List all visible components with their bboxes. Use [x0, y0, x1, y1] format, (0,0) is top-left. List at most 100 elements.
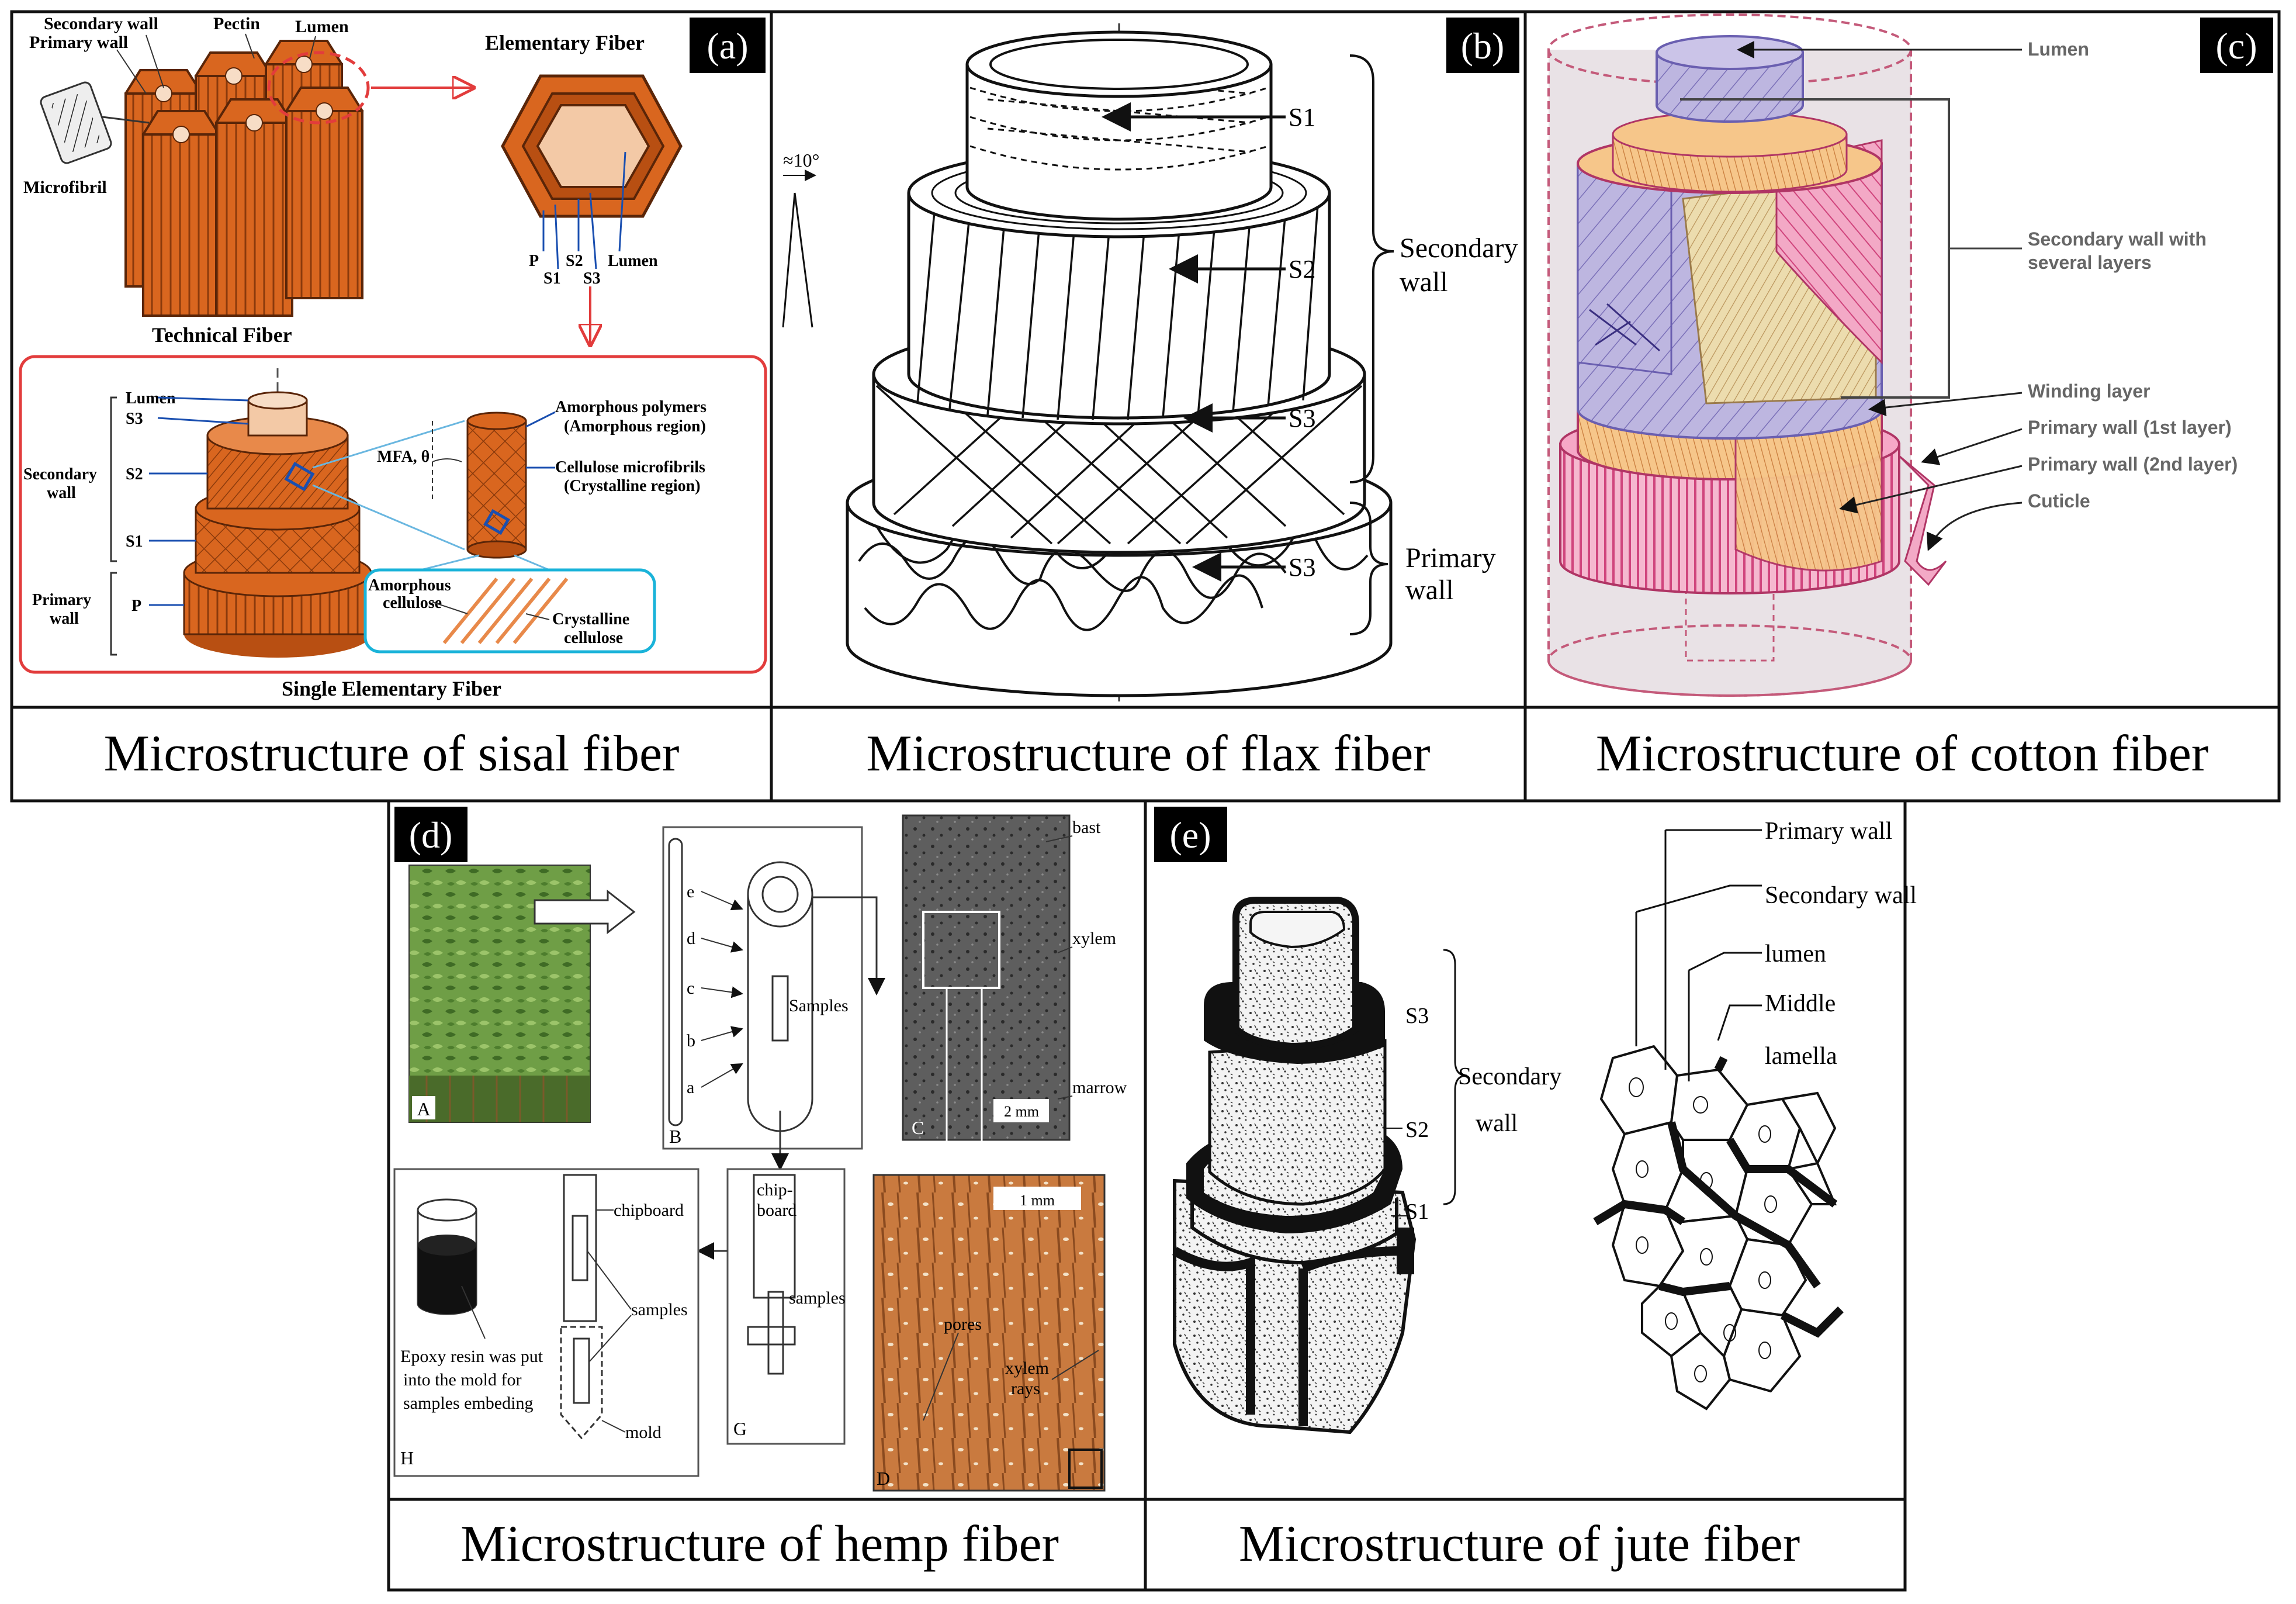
- label-epoxy-2: into the mold for: [403, 1370, 521, 1389]
- panel-letter-bg: [394, 807, 467, 862]
- label-xylem: xylem: [1072, 929, 1116, 948]
- caption-sisal: Microstructure of sisal fiber: [104, 725, 680, 782]
- chipboard-schematic-frame: [726, 1168, 846, 1445]
- panel-letter-bg: [2200, 18, 2273, 73]
- label-p-b: P: [131, 597, 141, 615]
- technical-fiber-bundle: [124, 40, 370, 317]
- label-e: e: [687, 882, 694, 901]
- label-board: board: [757, 1201, 796, 1220]
- label-primary-wall: Primary wall: [1765, 818, 1892, 845]
- label-secondary-1: Secondary wall with: [2028, 229, 2207, 250]
- panel-d-hemp: (d) A e d c b a Samples B: [393, 807, 1127, 1572]
- panel-letter: (b): [1461, 25, 1505, 67]
- label-pores: pores: [944, 1315, 982, 1334]
- label-lumen: Lumen: [295, 17, 349, 36]
- label-crystalline-region: (Crystalline region): [564, 477, 701, 495]
- label-primary-1: Primary: [1405, 542, 1496, 573]
- label-secondary-wall-2b: wall: [47, 484, 76, 502]
- label-C: C: [912, 1117, 924, 1138]
- panel-letter: (a): [707, 25, 748, 67]
- label-s2-b: S2: [126, 465, 143, 483]
- jute-fiber-stack: [1172, 897, 1417, 1434]
- label-scale-2mm: 2 mm: [1004, 1103, 1039, 1120]
- stem-sem-image: [902, 814, 1071, 1141]
- label-chipboard: chipboard: [614, 1201, 684, 1220]
- label-amorphous-cellulose-2: cellulose: [383, 594, 442, 612]
- single-elementary-fiber-frame: [19, 355, 767, 674]
- label-secondary-wall: Secondary wall: [44, 14, 158, 33]
- panel-letter: (e): [1169, 814, 1211, 856]
- label-s1: S1: [543, 269, 561, 288]
- jute-cell-cluster: [1599, 1045, 1837, 1411]
- label-c: c: [687, 979, 694, 998]
- label-samples: Samples: [789, 996, 849, 1015]
- panel-frames: [10, 10, 2281, 1592]
- panel-letter: (d): [409, 814, 453, 856]
- label-cellulose-microfibrils: Cellulose microfibrils: [555, 458, 705, 476]
- label-secondary-wall-2: Secondary: [23, 465, 97, 483]
- flax-s1-layer: [965, 30, 1273, 221]
- label-s3-b: S3: [1289, 553, 1315, 582]
- label-s2: S2: [1289, 255, 1315, 284]
- label-middle: Middle: [1765, 990, 1836, 1017]
- label-s3: S3: [1289, 404, 1315, 433]
- stem-schematic-frame: [662, 826, 863, 1150]
- label-chip: chip-: [757, 1180, 793, 1199]
- panel-b-flax: (b): [782, 18, 1519, 782]
- label-epoxy-1: Epoxy resin was put: [400, 1347, 543, 1366]
- label-elementary-fiber: Elementary Fiber: [485, 31, 645, 54]
- xylem-micrograph: [872, 1174, 1106, 1492]
- label-secondary-2: several layers: [2028, 252, 2152, 273]
- label-epoxy-3: samples embeding: [403, 1394, 533, 1413]
- panel-e-jute: (e) S3 S2 S1 Secondary wall: [1154, 807, 1917, 1572]
- label-p: P: [529, 252, 539, 270]
- label-scale-1mm: 1 mm: [1020, 1192, 1055, 1209]
- mfa-cylinder: [466, 412, 527, 559]
- label-marrow: marrow: [1072, 1078, 1127, 1097]
- label-primary-wall-2b: wall: [50, 610, 79, 628]
- label-microfibril: Microfibril: [23, 178, 107, 197]
- label-s1: S1: [1289, 103, 1315, 132]
- label-samples-2: samples: [789, 1288, 846, 1308]
- cellulose-detail-frame: [363, 568, 656, 654]
- label-H: H: [400, 1447, 414, 1468]
- label-lumen: lumen: [1765, 941, 1826, 967]
- label-primary-wall-2: Primary: [32, 591, 91, 609]
- label-s2: S2: [1405, 1118, 1429, 1142]
- panel-letter: (c): [2215, 25, 2257, 67]
- label-B: B: [669, 1126, 681, 1147]
- panel-letter-bg: [1446, 18, 1519, 73]
- label-technical-fiber: Technical Fiber: [152, 323, 292, 347]
- label-amorphous-region: (Amorphous region): [564, 417, 706, 435]
- label-lamella: lamella: [1765, 1043, 1837, 1070]
- caption-hemp: Microstructure of hemp fiber: [460, 1516, 1059, 1572]
- microfibril-inset: [40, 81, 150, 164]
- label-secondary-1: Secondary: [1458, 1063, 1561, 1090]
- caption-jute: Microstructure of jute fiber: [1239, 1516, 1800, 1572]
- label-cuticle: Cuticle: [2028, 490, 2090, 511]
- panel-letter-bg: [1154, 807, 1227, 862]
- label-xylem-rays-1: xylem: [1005, 1358, 1049, 1378]
- panel-a-sisal: (a) Second: [19, 14, 767, 782]
- label-b: b: [687, 1031, 695, 1050]
- label-primary-2: Primary wall (2nd layer): [2028, 454, 2238, 475]
- label-s1: S1: [1405, 1199, 1429, 1224]
- label-primary-1: Primary wall (1st layer): [2028, 417, 2232, 438]
- cellulose-strands: [442, 578, 569, 644]
- label-primary-2: wall: [1405, 575, 1454, 606]
- label-s1-b: S1: [126, 533, 143, 551]
- label-s3: S3: [583, 269, 601, 288]
- label-s3: S3: [1405, 1004, 1429, 1028]
- elementary-fiber-hexagon: [501, 74, 683, 218]
- panel-c-cotton: (c) Lumen Secondary wall with sev: [1547, 13, 2273, 782]
- label-samples-3: samples: [631, 1300, 688, 1319]
- label-pectin: Pectin: [213, 14, 260, 33]
- label-secondary-2: wall: [1476, 1110, 1518, 1137]
- label-lumen-2: Lumen: [608, 252, 658, 270]
- label-angle: ≈10°: [783, 150, 819, 171]
- label-mold: mold: [625, 1423, 662, 1442]
- label-s2: S2: [566, 252, 583, 270]
- label-crystalline-cellulose-2: cellulose: [564, 629, 623, 647]
- label-primary-wall: Primary wall: [29, 33, 128, 52]
